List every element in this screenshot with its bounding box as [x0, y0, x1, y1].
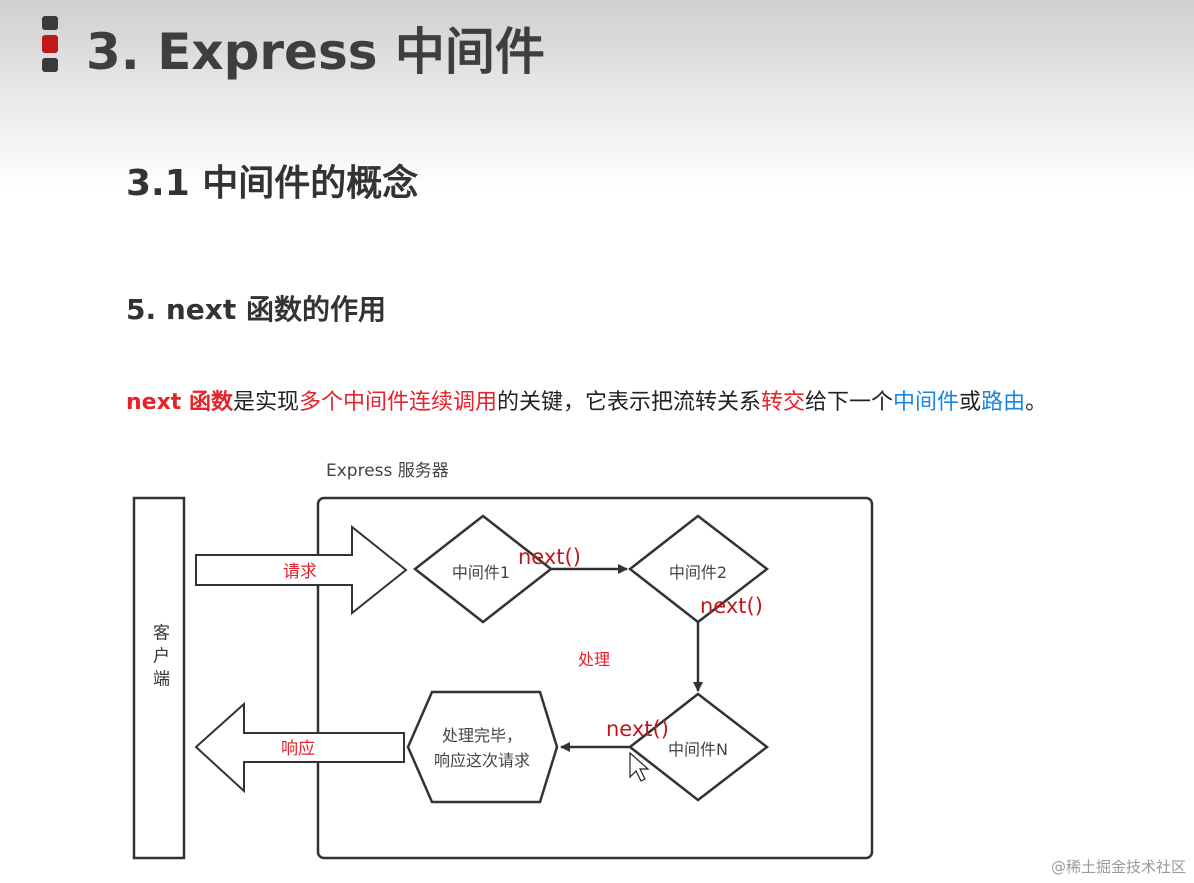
- header-band: [0, 0, 1194, 190]
- desc-part: 是实现: [232, 390, 299, 415]
- response-arrow: [194, 701, 405, 794]
- done-node: [406, 690, 559, 804]
- slide-title: 3. Express 中间件: [86, 23, 545, 81]
- next-label-3: next(): [606, 717, 669, 741]
- bullet-segment: [42, 35, 58, 53]
- server-box: [316, 496, 874, 860]
- description-text: next 函数是实现多个中间件连续调用的关键，它表示把流转关系转交给下一个中间件…: [126, 384, 1047, 416]
- watermark: @稀土掘金技术社区: [1050, 858, 1186, 876]
- section-title: 3.1 中间件的概念: [126, 163, 419, 204]
- middlewareN-node: [627, 692, 770, 802]
- client-box: [132, 496, 186, 860]
- process-label: 处理: [578, 650, 610, 669]
- desc-part: 给下一个: [805, 390, 894, 415]
- server-label: Express 服务器: [326, 461, 449, 481]
- subsection-title: 5. next 函数的作用: [126, 293, 386, 326]
- middleware1-label: 中间件1: [452, 563, 510, 582]
- desc-part: next 函数: [126, 390, 233, 415]
- bullet-segment: [42, 58, 58, 72]
- middleware2-label: 中间件2: [669, 563, 727, 582]
- mouse-cursor-icon: [629, 751, 650, 782]
- middlewareN-label: 中间件N: [668, 740, 728, 759]
- desc-part: 转交: [761, 390, 806, 415]
- desc-part: 。: [1025, 390, 1048, 415]
- next-label-2: next(): [700, 594, 763, 618]
- desc-part: 或: [959, 390, 982, 415]
- bullet-segment: [42, 16, 58, 30]
- desc-part: 多个中间件连续调用: [298, 390, 497, 415]
- done-label-line1: 处理完毕，: [442, 726, 522, 745]
- next-label-1: next(): [518, 545, 581, 569]
- response-label: 响应: [281, 739, 315, 759]
- request-arrow: [195, 524, 408, 616]
- middleware-flow-diagram: Express 服务器 客户端 请求 响应 中间件1 中间件2 中间件N 处理完…: [132, 461, 874, 860]
- request-label: 请求: [283, 562, 317, 582]
- desc-part: 中间件: [893, 390, 960, 415]
- client-label: 客户端: [149, 623, 170, 692]
- desc-part: 的关键，它表示把流转关系: [496, 390, 761, 415]
- done-label-line2: 响应这次请求: [434, 751, 530, 770]
- middleware1-node: [412, 514, 554, 624]
- desc-part: 路由: [981, 390, 1026, 415]
